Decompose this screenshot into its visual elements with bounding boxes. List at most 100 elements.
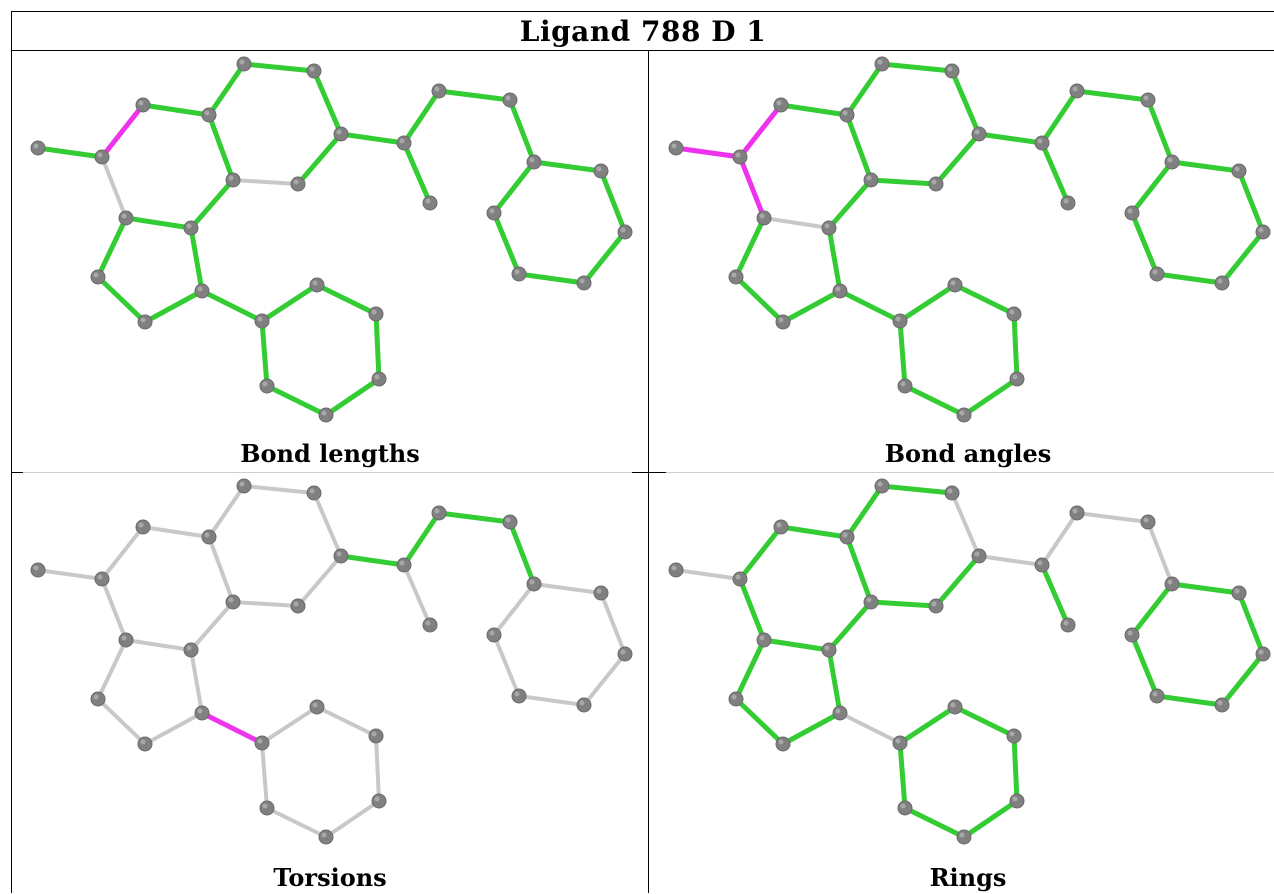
bond bbox=[259, 282, 320, 324]
atom-highlight bbox=[399, 560, 405, 566]
bond bbox=[96, 697, 147, 746]
atom bbox=[773, 97, 789, 113]
atom bbox=[971, 548, 987, 564]
bond bbox=[1154, 271, 1225, 286]
atom-highlight bbox=[959, 410, 965, 416]
atom bbox=[486, 205, 502, 221]
bond bbox=[949, 68, 982, 137]
atom-highlight bbox=[1072, 508, 1078, 514]
atom-highlight bbox=[895, 316, 901, 322]
atom-highlight bbox=[1234, 588, 1240, 594]
atom-highlight bbox=[371, 309, 377, 315]
bond bbox=[868, 599, 939, 609]
caption-rings: Rings bbox=[929, 863, 1007, 892]
atom-highlight bbox=[374, 796, 380, 802]
atom-highlight bbox=[759, 213, 765, 219]
atom-highlight bbox=[776, 100, 782, 106]
bond bbox=[492, 633, 521, 698]
bond bbox=[1011, 311, 1020, 382]
bond bbox=[581, 229, 628, 286]
atom-highlight bbox=[257, 738, 263, 744]
bond bbox=[1039, 88, 1080, 146]
atom bbox=[236, 478, 252, 494]
bond bbox=[1236, 590, 1266, 657]
atom-highlight bbox=[931, 179, 937, 185]
atom-highlight bbox=[33, 143, 39, 149]
bond bbox=[188, 225, 205, 294]
atom bbox=[928, 598, 944, 614]
atom-highlight bbox=[974, 129, 980, 135]
bond bbox=[260, 741, 269, 810]
bond bbox=[1145, 97, 1175, 165]
atom-highlight bbox=[529, 157, 535, 163]
atom bbox=[728, 691, 744, 707]
atom bbox=[839, 529, 855, 545]
atom-highlight bbox=[93, 694, 99, 700]
bond bbox=[879, 61, 955, 74]
bond bbox=[314, 282, 379, 317]
atom bbox=[593, 585, 609, 601]
border-top bbox=[11, 11, 1274, 12]
bond bbox=[265, 806, 328, 839]
atom bbox=[832, 283, 848, 299]
atom-highlight bbox=[312, 702, 318, 708]
bond bbox=[1129, 210, 1160, 277]
bond bbox=[123, 215, 194, 231]
atom-highlight bbox=[835, 708, 841, 714]
row-divider-tick-mid bbox=[632, 472, 666, 473]
atom-highlight bbox=[1063, 620, 1069, 626]
atom-highlight bbox=[1152, 691, 1158, 697]
atom-highlight bbox=[425, 620, 431, 626]
atom bbox=[422, 617, 438, 633]
bond bbox=[780, 288, 843, 325]
atom-highlight bbox=[776, 522, 782, 528]
bond bbox=[733, 274, 786, 325]
atom bbox=[1009, 371, 1025, 387]
atom-highlight bbox=[93, 272, 99, 278]
atom bbox=[956, 407, 972, 423]
atom-highlight bbox=[759, 635, 765, 641]
bond bbox=[1146, 520, 1174, 586]
bond bbox=[142, 288, 205, 325]
atom-highlight bbox=[877, 59, 883, 65]
atom-highlight bbox=[204, 532, 210, 538]
atom-highlight bbox=[514, 691, 520, 697]
atom-highlight bbox=[228, 597, 234, 603]
atom bbox=[728, 269, 744, 285]
atom-highlight bbox=[186, 645, 192, 651]
bond bbox=[826, 647, 843, 716]
atom bbox=[194, 705, 210, 721]
atom-highlight bbox=[197, 286, 203, 292]
atom bbox=[396, 557, 412, 573]
atom-highlight bbox=[735, 574, 741, 580]
atom bbox=[309, 277, 325, 293]
atom-highlight bbox=[959, 832, 965, 838]
bond bbox=[733, 637, 767, 702]
atom-highlight bbox=[138, 100, 144, 106]
atom-highlight bbox=[1063, 198, 1069, 204]
atom-highlight bbox=[1234, 166, 1240, 172]
bond bbox=[977, 554, 1044, 567]
bond bbox=[902, 805, 967, 840]
atom bbox=[892, 735, 908, 751]
atom bbox=[928, 176, 944, 192]
bond bbox=[324, 799, 381, 839]
title-divider bbox=[11, 50, 1274, 51]
bond bbox=[598, 168, 628, 235]
atom-highlight bbox=[900, 381, 906, 387]
bond bbox=[737, 102, 784, 160]
bond bbox=[532, 582, 603, 595]
atom bbox=[756, 210, 772, 226]
bond bbox=[207, 535, 235, 604]
bond bbox=[95, 215, 129, 280]
column-divider bbox=[648, 50, 649, 893]
atom-highlight bbox=[1127, 630, 1133, 636]
atom-highlight bbox=[1037, 560, 1043, 566]
atom bbox=[225, 172, 241, 188]
atom bbox=[94, 149, 110, 165]
bond bbox=[373, 311, 382, 382]
bond bbox=[259, 318, 270, 389]
bond bbox=[780, 710, 843, 747]
atom bbox=[971, 126, 987, 142]
bond bbox=[737, 524, 784, 582]
